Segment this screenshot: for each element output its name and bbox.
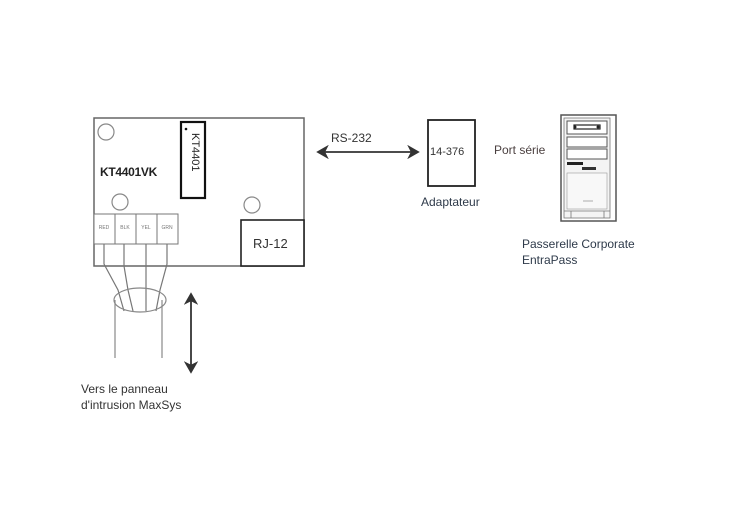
rj12-connector (240, 219, 305, 267)
terminal-yel: YEL (141, 225, 151, 231)
rj12-label: RJ-12 (253, 236, 288, 251)
gateway-caption-line2: EntraPass (522, 253, 578, 267)
terminal-blk: BLK (120, 225, 130, 231)
adapter-caption: Adaptateur (421, 195, 480, 209)
chip-label: KT4401 (189, 133, 201, 172)
mounting-hole (111, 193, 129, 211)
panel-note-line1: Vers le panneau (81, 382, 168, 396)
rs232-label: RS-232 (331, 131, 372, 145)
terminal-block (93, 213, 179, 245)
cable-bundle (113, 287, 167, 313)
wires (103, 244, 168, 312)
board-name: KT4401VK (100, 165, 157, 179)
chip-pin1-dot (184, 127, 188, 131)
terminal-red: RED (98, 225, 110, 231)
panel-note-line2: d'intrusion MaxSys (81, 398, 182, 412)
mounting-hole (97, 123, 115, 141)
gateway-caption-line1: Passerelle Corporate (522, 237, 635, 251)
computer-tower-icon (560, 114, 617, 222)
terminal-grn: GRN (161, 225, 173, 231)
mounting-hole (243, 196, 261, 214)
adapter-model: 14-376 (430, 146, 465, 158)
kt4401-chip (179, 120, 207, 200)
serial-port-label: Port série (494, 143, 546, 157)
adapter-box (427, 119, 476, 187)
